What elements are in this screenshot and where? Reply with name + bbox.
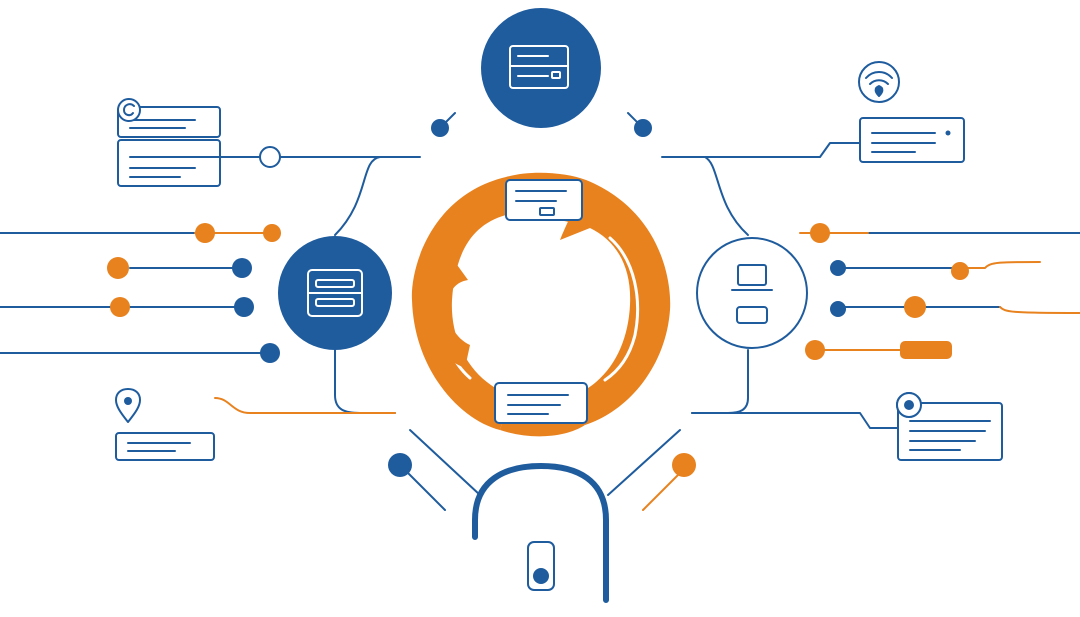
endpoint-dot-orange [805,340,825,360]
panel-bottom-right [896,392,1003,461]
left-hub [278,236,392,350]
phone-icon [527,541,555,591]
center-top-card [505,179,583,221]
right-hub [696,237,808,349]
endpoint-dot-blue [234,297,254,317]
orange-connector-right-2 [959,261,1041,269]
endpoint-dot-blue [830,301,846,317]
endpoint-dot-blue [634,119,652,137]
endpoint-dot-orange [672,453,696,477]
wifi-icon [858,61,900,103]
connector-diag-left-2 [404,469,446,511]
connector-right-bottom [691,412,898,429]
endpoint-dot-blue [388,453,412,477]
connector-right-curve [704,156,749,236]
bottom-arch [472,463,609,603]
endpoint-dot-hollow [259,146,281,168]
connector-top-right [661,142,861,158]
endpoint-dot-blue [232,258,252,278]
connector-left-curve [334,156,381,236]
endpoint-dot-blue [830,260,846,276]
endpoint-dot-orange [107,257,129,279]
endpoint-dots [107,119,969,477]
top-hub [481,8,601,128]
center-hook-left [423,262,470,368]
connector-right-down [691,349,749,414]
panel-top-left [117,98,223,187]
endpoint-dot-orange [195,223,215,243]
endpoint-dot-blue [260,343,280,363]
endpoint-dot-orange [110,297,130,317]
endpoint-dot-orange [904,296,926,318]
endpoint-dot-blue [431,119,449,137]
orange-connector-right-3 [999,306,1080,314]
connector-diag-left [409,429,481,496]
center-bottom-card [494,382,588,424]
circular-arrows-icon [411,172,671,437]
panel-bottom-left [115,388,215,461]
orange-connector-left-2 [214,397,396,414]
location-pin-icon [115,388,141,423]
panel-top-right [858,61,965,163]
endpoint-dot-orange [810,223,830,243]
endpoint-dot-orange [263,224,281,242]
laptop-icon [731,264,773,324]
server-icon [509,45,569,89]
settings-icon [117,98,141,122]
center-ring-highlight [603,236,640,382]
endpoint-dot-orange [951,262,969,280]
connector-diag-right [607,429,681,496]
connector-left-down [334,349,396,414]
center-ring-right-arc [560,180,671,425]
center-ring-left-arc [411,177,510,430]
endpoint-bar-orange [900,341,952,359]
orange-connector-diag [642,469,684,511]
server-icon [307,269,363,317]
